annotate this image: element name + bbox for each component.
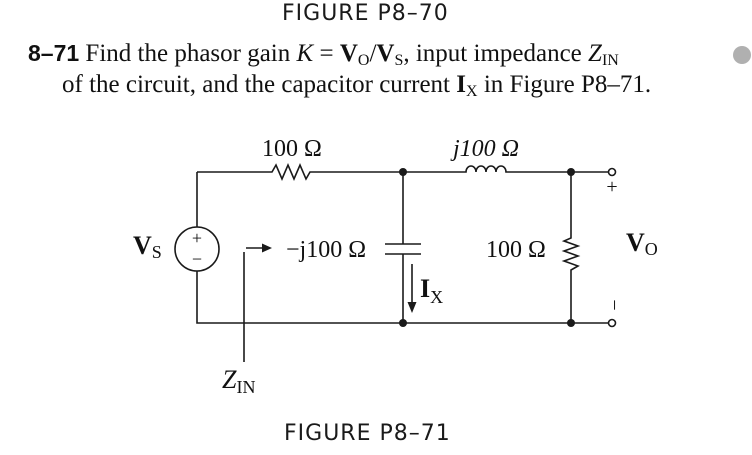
wire-left-bottom — [196, 271, 612, 324]
c-label: −j100 Ω — [286, 237, 366, 263]
l-label: j100 Ω — [450, 136, 519, 162]
slash: / — [369, 40, 377, 67]
zin-symbol: Z — [588, 40, 602, 67]
output-plus: + — [606, 176, 617, 198]
vo-symbol: V — [339, 40, 358, 67]
node-top-right — [567, 168, 575, 176]
ix-subscript: X — [466, 83, 478, 100]
vs-subscript: S — [394, 52, 404, 69]
resistor-r1 — [268, 162, 318, 182]
vs-symbol: V — [376, 40, 395, 67]
vo-subscript: O — [357, 52, 370, 69]
problem-text-3: of the circuit, and the capacitor curren… — [62, 71, 451, 98]
inductor-l — [462, 165, 512, 173]
ix-label: IX — [420, 274, 443, 307]
voltage-source — [174, 226, 220, 272]
problem-text-1: Find the phasor gain — [85, 40, 291, 67]
node-bottom-mid — [399, 319, 407, 327]
problem-statement: 8–71 Find the phasor gain K = VO/VS, inp… — [28, 38, 743, 100]
terminal-bottom — [607, 318, 617, 328]
source-minus: − — [192, 249, 202, 269]
ix-arrow-head-icon — [407, 302, 417, 313]
output-minus: − — [603, 299, 625, 310]
vo-label: VO — [626, 228, 658, 259]
r2-label: 100 Ω — [486, 237, 546, 263]
problem-number: 8–71 — [28, 40, 80, 66]
resistor-r2 — [561, 234, 581, 276]
ix-symbol: I — [456, 71, 466, 98]
r1-label: 100 Ω — [262, 136, 322, 162]
zin-arrow-head-icon — [262, 243, 272, 253]
margin-marker-icon — [733, 46, 751, 64]
figure-caption-top: FIGURE P8–70 — [282, 1, 449, 26]
vs-label: VS — [133, 231, 162, 262]
figure-caption-bottom: FIGURE P8–71 — [284, 421, 451, 446]
equals-sign: = — [313, 40, 340, 67]
problem-line-1: 8–71 Find the phasor gain K = VO/VS, inp… — [28, 38, 743, 69]
zin-label: ZIN — [222, 365, 255, 397]
problem-text-2: , input impedance — [403, 40, 582, 67]
zin-subscript: IN — [601, 52, 619, 69]
problem-line-2: of the circuit, and the capacitor curren… — [28, 69, 743, 100]
problem-text-4: in Figure P8–71. — [477, 71, 652, 98]
node-top-mid — [399, 168, 407, 176]
terminal-top — [607, 167, 617, 177]
gain-symbol: K — [296, 40, 314, 67]
wire-top-left — [196, 171, 268, 227]
source-plus: + — [192, 228, 202, 248]
node-bottom-right — [567, 319, 575, 327]
